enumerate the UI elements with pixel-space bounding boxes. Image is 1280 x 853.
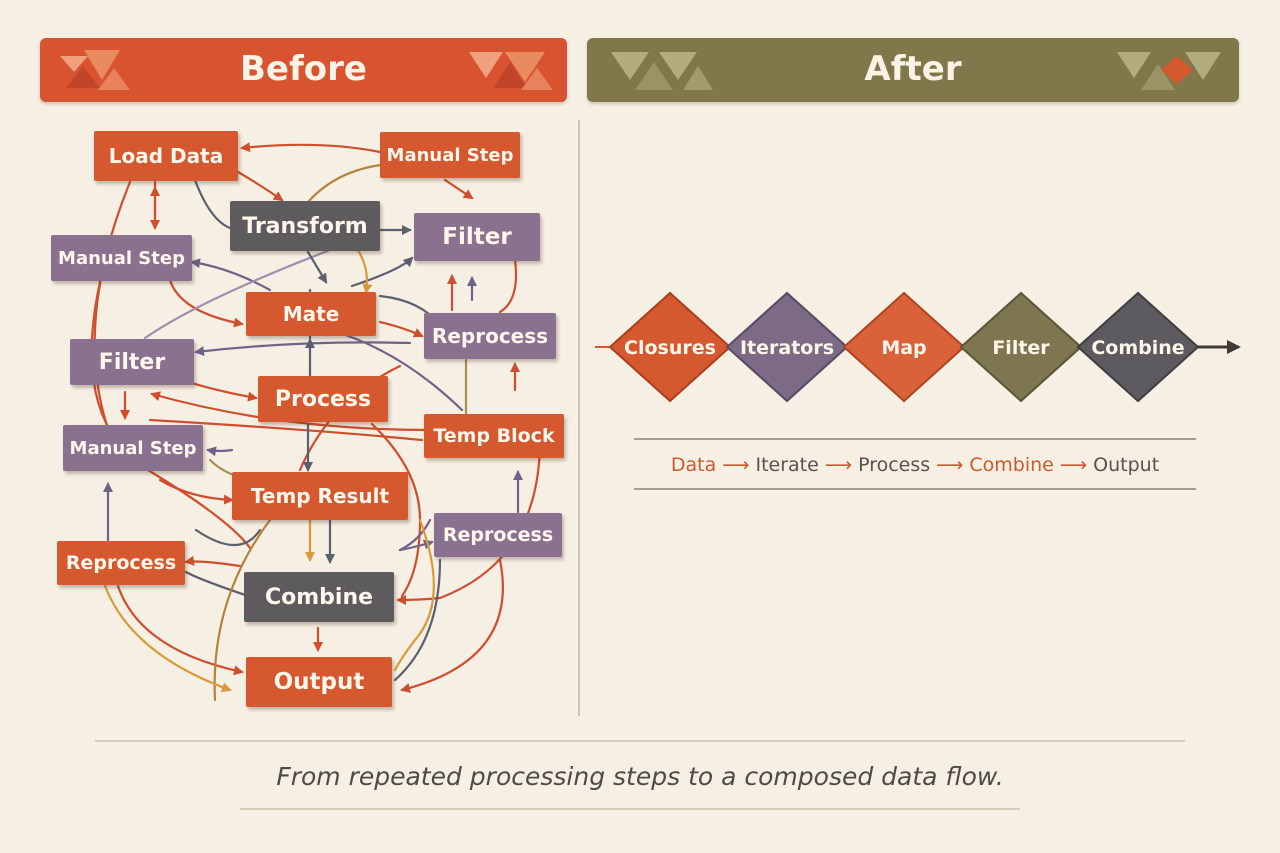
node-reprocess-low-right: Reprocess (434, 513, 562, 557)
triangle-ornament-left (60, 50, 130, 90)
footer-bottom-rule (240, 808, 1020, 810)
flow-step-iterate: Iterate (755, 454, 819, 476)
pipeline-diamond-iterators (725, 291, 849, 403)
flow-top-rule (634, 438, 1196, 440)
pipeline-label-map: Map (881, 337, 926, 359)
node-process: Process (258, 376, 388, 422)
node-combine: Combine (244, 572, 394, 622)
arrow-right-icon: ⟶ (824, 454, 853, 476)
panel-divider (578, 120, 580, 716)
tangled-arrows (90, 142, 542, 702)
triangle-ornament-left (611, 52, 713, 90)
pipeline-diamond-combine (1076, 291, 1200, 403)
node-reprocess-right: Reprocess (424, 313, 556, 359)
arrow-right-icon: ⟶ (722, 454, 750, 476)
node-load-data: Load Data (94, 131, 238, 181)
flow-bottom-rule (634, 488, 1196, 490)
flow-step-process: Process (858, 454, 931, 476)
flow-step-output: Output (1093, 454, 1160, 476)
pipeline-label-combine: Combine (1091, 337, 1184, 359)
after-title: After (864, 49, 962, 89)
pipeline-diagram: Closures Iterators Map Filter Combine (595, 291, 1241, 403)
triangle-ornament-right (469, 52, 553, 90)
node-transform: Transform (230, 201, 380, 251)
node-manual-step-top: Manual Step (380, 132, 520, 178)
pipeline-diamond-filter (959, 291, 1083, 403)
node-reprocess-left: Reprocess (57, 541, 185, 585)
flow-step-data: Data (670, 454, 717, 476)
footer-top-rule (95, 740, 1185, 742)
before-title: Before (240, 49, 367, 89)
node-filter-right: Filter (414, 213, 540, 261)
pipeline-label-closures: Closures (624, 337, 716, 359)
node-manual-step-left: Manual Step (51, 235, 192, 281)
node-temp-block: Temp Block (424, 414, 564, 458)
pipeline-diamond-closures (608, 291, 732, 403)
node-output: Output (246, 657, 392, 707)
arrow-right-icon: ⟶ (936, 454, 964, 476)
pipeline-diamond-map (842, 291, 966, 403)
node-mate: Mate (246, 292, 376, 336)
flow-step-combine: Combine (969, 454, 1054, 476)
before-banner: Before (40, 38, 567, 102)
node-manual-step-mid: Manual Step (63, 425, 203, 471)
footer-caption: From repeated processing steps to a comp… (276, 762, 1004, 791)
node-filter-left: Filter (70, 339, 194, 385)
triangle-ornament-right (1117, 52, 1221, 90)
pipeline-label-filter: Filter (992, 337, 1050, 359)
node-temp-result: Temp Result (232, 472, 408, 520)
arrow-right-icon: ⟶ (1059, 454, 1088, 476)
flow-caption: Data ⟶ Iterate ⟶ Process ⟶ Combine ⟶ Out… (634, 452, 1196, 478)
after-banner: After (587, 38, 1239, 102)
pipeline-label-iterators: Iterators (740, 337, 834, 359)
